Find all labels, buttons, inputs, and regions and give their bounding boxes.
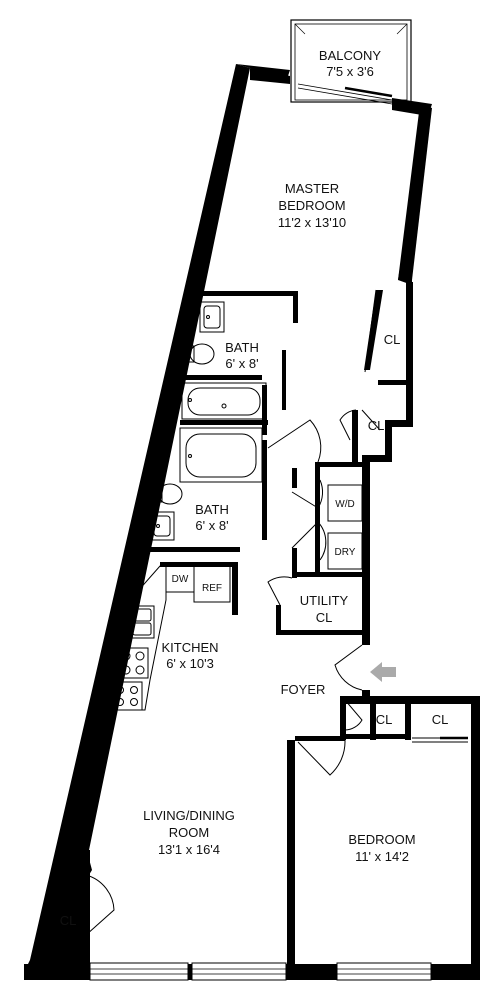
master-bedroom-name-2: BEDROOM (278, 198, 345, 213)
dryer-label: DRY (335, 547, 356, 558)
room-labels: BALCONY 7'5 x 3'6 MASTER BEDROOM 11'2 x … (60, 48, 449, 928)
refrigerator-label: REF (202, 583, 222, 594)
oven-icon (111, 681, 143, 711)
sink-icon (199, 301, 225, 333)
exterior-walls (24, 64, 480, 980)
living-dining-size: 13'1 x 16'4 (158, 842, 220, 857)
foyer-name: FOYER (281, 682, 326, 697)
washer-label: W/D (335, 499, 354, 510)
kitchen-sink-icon (129, 605, 155, 639)
foyer-closet-1: CL (376, 712, 393, 727)
washer-icon (327, 484, 363, 522)
windows-bottom (89, 962, 432, 981)
master-closet-2: CL (368, 418, 385, 433)
kitchen-name: KITCHEN (161, 640, 218, 655)
dishwasher-label: DW (172, 574, 189, 585)
dryer-icon (327, 532, 363, 570)
bathtub-icon (181, 382, 267, 420)
living-dining-name-1: LIVING/DINING (143, 808, 235, 823)
foyer-closet-2: CL (432, 712, 449, 727)
doors (85, 289, 468, 936)
kitchen-size: 6' x 10'3 (166, 656, 214, 671)
master-bedroom-name-1: MASTER (285, 181, 339, 196)
bath-1-size: 6' x 8' (225, 356, 258, 371)
refrigerator-icon (193, 565, 231, 603)
master-bedroom-size: 11'2 x 13'10 (278, 215, 346, 230)
balcony (290, 19, 412, 105)
utility-name-1: UTILITY (300, 593, 349, 608)
bath-2-name: BATH (195, 502, 229, 517)
interior-walls (140, 290, 411, 741)
toilet-icon-2 (157, 483, 183, 505)
fixtures (109, 301, 363, 711)
bedroom-name: BEDROOM (348, 832, 415, 847)
living-closet: CL (60, 913, 77, 928)
bath-1-name: BATH (225, 340, 259, 355)
stove-icon (117, 647, 149, 679)
living-dining-name-2: ROOM (169, 825, 209, 840)
utility-name-2: CL (316, 610, 333, 625)
master-closet-1: CL (384, 332, 401, 347)
bedroom-size: 11' x 14'2 (355, 849, 409, 864)
entry-arrow-icon (370, 662, 396, 682)
sink-icon-2 (149, 511, 175, 541)
balcony-name: BALCONY (319, 48, 381, 63)
bath-2-size: 6' x 8' (195, 518, 228, 533)
kitchen-counter (109, 565, 167, 711)
bathtub-icon-2 (179, 427, 263, 483)
toilet-icon (189, 343, 215, 365)
balcony-size: 7'5 x 3'6 (326, 64, 374, 79)
